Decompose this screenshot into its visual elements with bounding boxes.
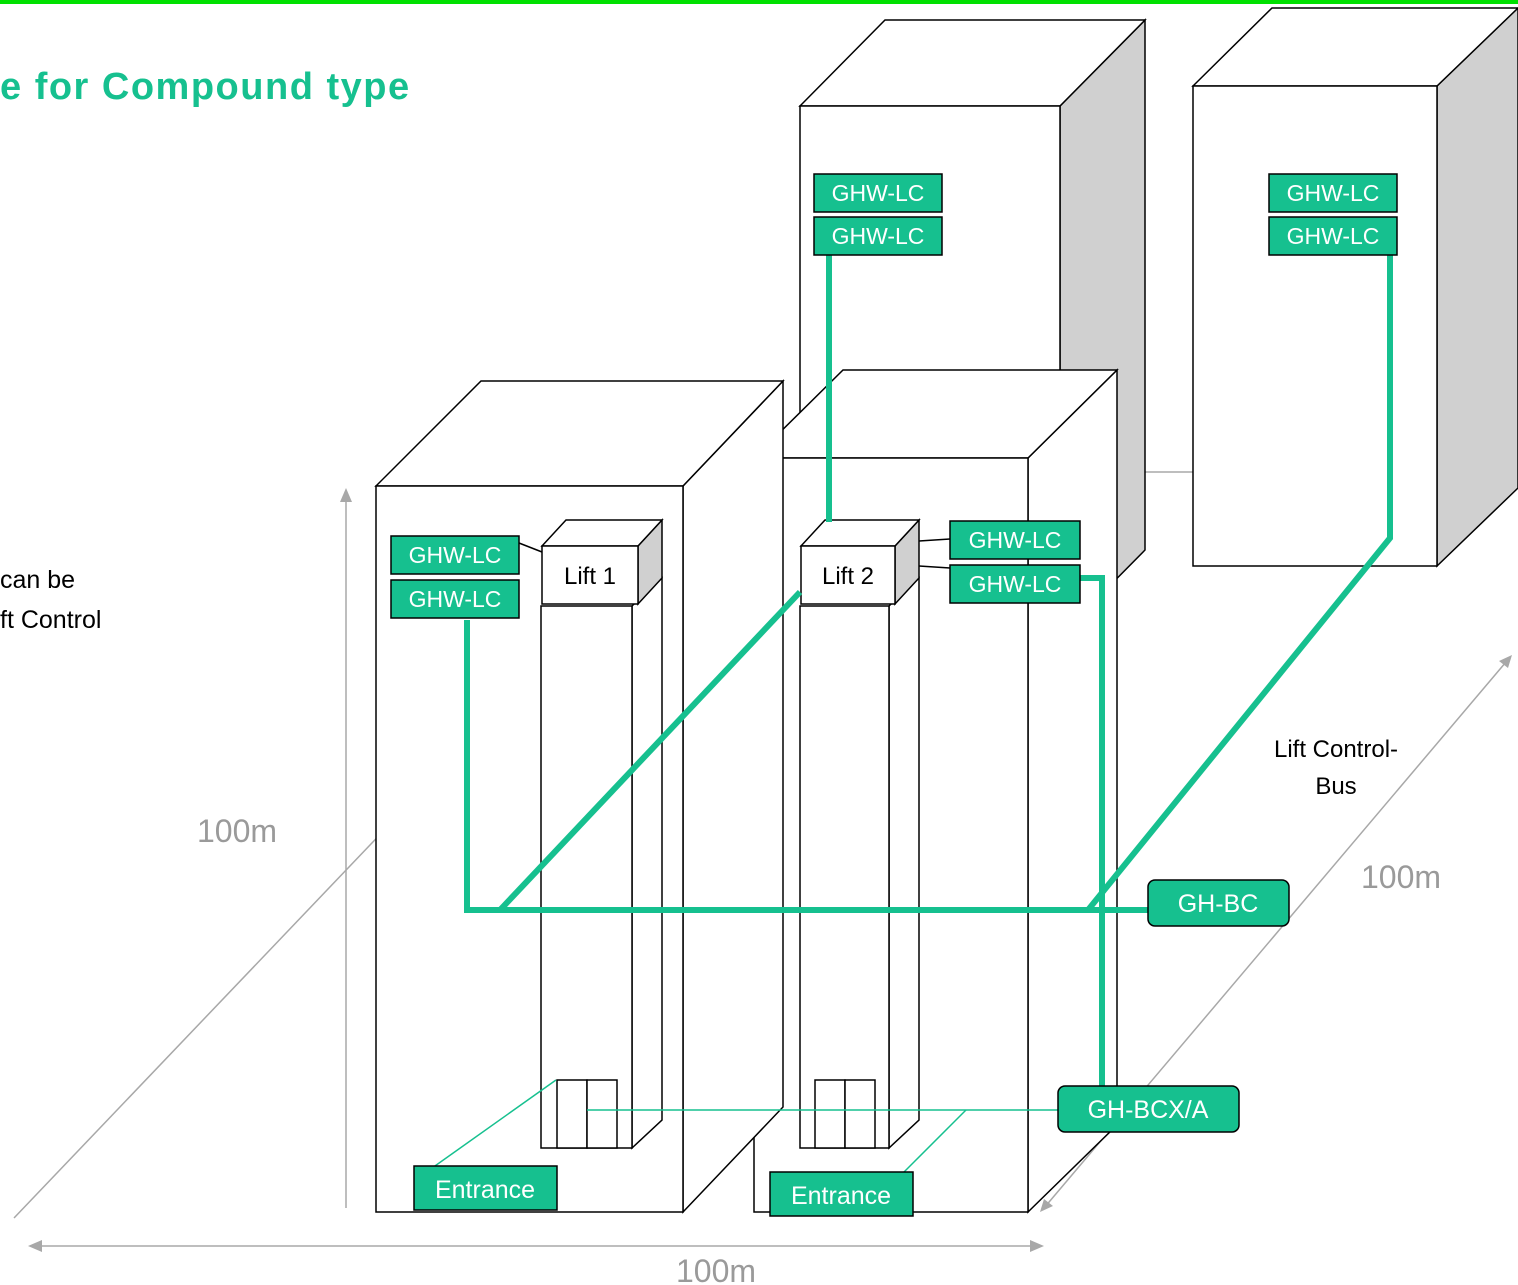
svg-text:GHW-LC: GHW-LC xyxy=(1287,223,1380,249)
ghw-lc-left-1: GHW-LC xyxy=(390,535,520,575)
ghw-lc-left-2: GHW-LC xyxy=(390,579,520,619)
bus-label-line-1: Lift Control- xyxy=(1274,736,1398,763)
svg-text:GHW-LC: GHW-LC xyxy=(1287,180,1380,206)
svg-text:GHW-LC: GHW-LC xyxy=(409,542,502,568)
lift-2-label: Lift 2 xyxy=(822,563,874,590)
slide-title: e for Compound type xyxy=(0,66,411,108)
svg-text:GHW-LC: GHW-LC xyxy=(969,527,1062,553)
gh-bcx-box: GH-BCX/A xyxy=(1057,1085,1240,1133)
side-text-line-2: ft Control xyxy=(0,606,102,634)
connection-wires xyxy=(417,538,1058,1181)
gh-bc-box: GH-BC xyxy=(1147,879,1290,927)
lift-shaft-2 xyxy=(799,518,921,1150)
svg-text:GHW-LC: GHW-LC xyxy=(969,571,1062,597)
svg-text:GHW-LC: GHW-LC xyxy=(832,180,925,206)
svg-text:GH-BCX/A: GH-BCX/A xyxy=(1088,1096,1209,1124)
top-accent-bar xyxy=(0,0,1518,4)
lift-1-label: Lift 1 xyxy=(564,563,616,590)
ghw-lc-mid-1: GHW-LC xyxy=(949,520,1081,560)
entrance-left-box: Entrance xyxy=(413,1165,558,1211)
ghw-lc-top-left-1: GHW-LC xyxy=(813,173,943,213)
ghw-lc-top-right-2: GHW-LC xyxy=(1268,216,1398,256)
side-text-line-1: can be xyxy=(0,566,76,594)
lift-shaft-1 xyxy=(540,518,664,1150)
ghw-lc-top-right-1: GHW-LC xyxy=(1268,173,1398,213)
svg-text:Entrance: Entrance xyxy=(791,1182,891,1210)
lift-control-bus xyxy=(464,254,1393,1086)
width-dimension-label: 100m xyxy=(676,1253,756,1285)
svg-text:GHW-LC: GHW-LC xyxy=(409,586,502,612)
svg-text:GHW-LC: GHW-LC xyxy=(832,223,925,249)
bus-label-line-2: Bus xyxy=(1315,773,1356,800)
depth-dimension-label: 100m xyxy=(1361,859,1441,895)
ghw-lc-mid-2: GHW-LC xyxy=(949,564,1081,604)
building-back-b xyxy=(1191,6,1518,568)
svg-text:GH-BC: GH-BC xyxy=(1178,890,1259,918)
ghw-lc-top-left-2: GHW-LC xyxy=(813,216,943,256)
height-dimension-label: 100m xyxy=(197,813,277,849)
svg-text:Entrance: Entrance xyxy=(435,1176,535,1204)
entrance-right-box: Entrance xyxy=(769,1171,914,1217)
